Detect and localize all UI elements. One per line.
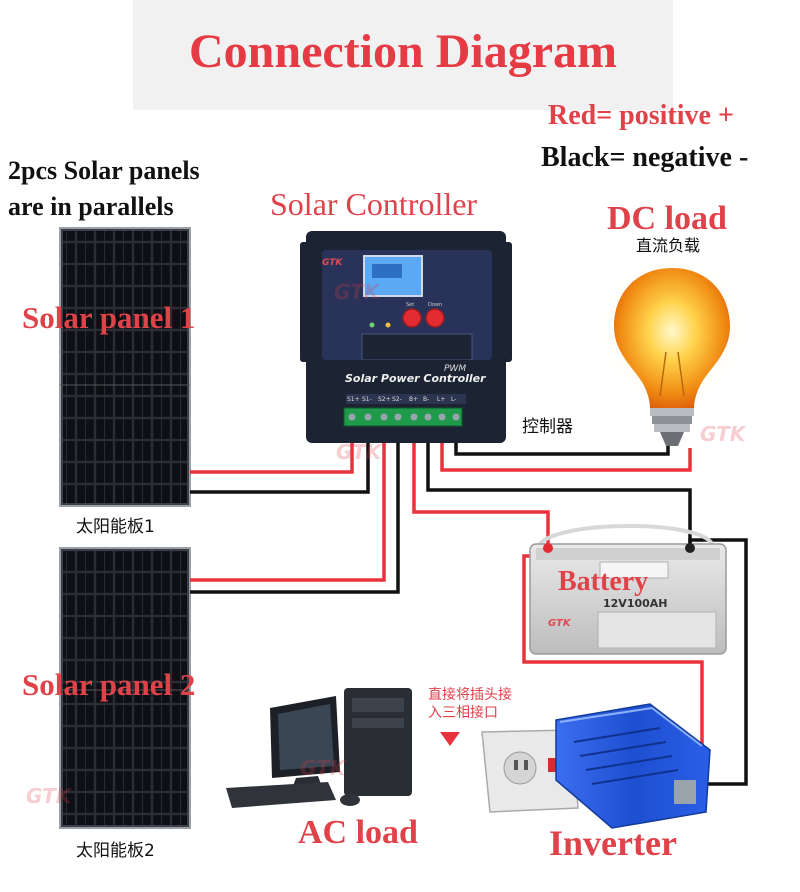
inverter-note-line2: 入三相接口 xyxy=(428,705,498,721)
wire-load-positive xyxy=(440,424,692,472)
terminal-label: L+ xyxy=(437,396,446,403)
down-button-label: Down xyxy=(428,302,443,308)
terminal-label: B+ xyxy=(409,396,419,403)
terminal-label: S2- xyxy=(392,396,402,403)
battery-brand: GTK xyxy=(548,618,571,629)
parallel-note-line1: 2pcs Solar panels xyxy=(8,156,200,185)
watermark: GTK xyxy=(26,784,72,808)
wire-battery-positive xyxy=(412,424,550,548)
wire-battery-negative xyxy=(426,424,692,548)
power-socket xyxy=(481,729,579,813)
solar-panel-1 xyxy=(59,227,191,507)
controller-terminal-block xyxy=(343,407,463,427)
inverter-label: Inverter xyxy=(549,823,677,863)
battery-model: 12V100AH xyxy=(603,597,668,610)
dc-load-label-cn: 直流负载 xyxy=(636,236,701,255)
watermark: GTK xyxy=(300,756,346,780)
battery xyxy=(529,524,727,655)
solar-controller xyxy=(300,231,512,443)
ac-load-label: AC load xyxy=(298,814,418,851)
wire-panel1-negative xyxy=(190,424,370,494)
light-bulb-icon xyxy=(594,252,750,446)
controller-label-cn: 控制器 xyxy=(522,417,573,437)
terminal-label: L- xyxy=(451,396,457,403)
parallel-note-line2: are in parallels xyxy=(8,192,174,221)
terminal-label: B- xyxy=(423,396,430,403)
wire-panel2-negative xyxy=(190,424,400,594)
battery-negative-terminal xyxy=(685,543,695,553)
watermark: GTK xyxy=(334,280,380,304)
solar-panel-2-label: Solar panel 2 xyxy=(22,667,196,702)
wire-inverter-negative xyxy=(688,538,748,786)
watermark: GTK xyxy=(700,422,746,446)
controller-label: Solar Controller xyxy=(270,186,478,222)
controller-mode: PWM xyxy=(444,364,467,374)
diagram-title: Connection Diagram xyxy=(189,25,617,78)
solar-panel-1-label: Solar panel 1 xyxy=(22,300,196,335)
title-banner xyxy=(133,0,673,110)
watermark: GTK xyxy=(336,440,382,464)
inverter xyxy=(555,703,711,829)
terminal-label: S2+ xyxy=(378,396,391,403)
controller-down-button xyxy=(425,308,445,328)
terminal-label: S1+ xyxy=(347,396,360,403)
controller-brand: GTK xyxy=(322,258,343,268)
legend-positive: Red= positive + xyxy=(548,100,734,131)
inverter-note-line1: 直接将插头接 xyxy=(428,687,512,703)
dc-load-label: DC load xyxy=(607,200,727,237)
solar-panel-2-label-cn: 太阳能板2 xyxy=(76,841,155,861)
down-arrow-icon xyxy=(440,732,460,746)
computer-icon xyxy=(226,688,412,808)
legend-negative: Black= negative - xyxy=(541,142,749,173)
solar-panel-2 xyxy=(59,547,191,829)
controller-face-text: Solar Power Controller xyxy=(345,372,486,385)
set-button-label: Set xyxy=(406,302,415,308)
battery-label: Battery xyxy=(558,566,649,597)
wire-panel2-positive xyxy=(190,424,386,582)
controller-set-button xyxy=(402,308,422,328)
battery-positive-terminal xyxy=(543,543,553,553)
solar-panel-1-label-cn: 太阳能板1 xyxy=(76,517,155,537)
terminal-label: S1- xyxy=(362,396,372,403)
